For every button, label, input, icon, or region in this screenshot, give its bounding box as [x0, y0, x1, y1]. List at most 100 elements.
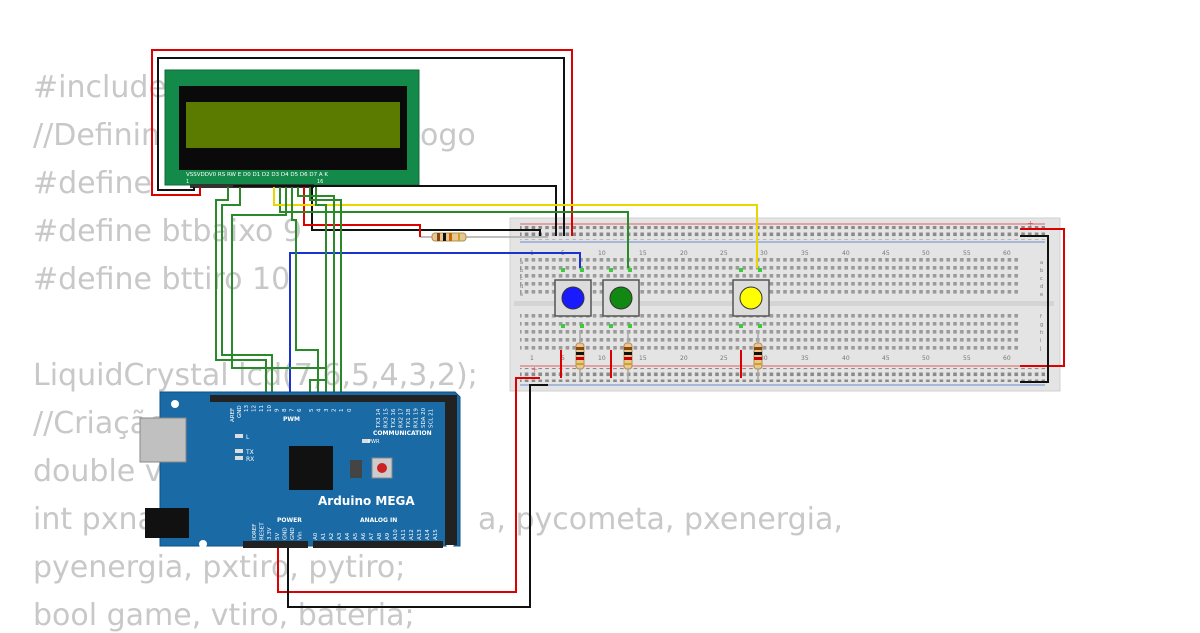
- wires: [151, 49, 1065, 608]
- pin-label-comm: RX2 17: [399, 408, 405, 428]
- analog-in-label: ANALOG IN: [360, 517, 397, 524]
- pin-label-analog: A8: [377, 532, 383, 540]
- reset-button-cap[interactable]: [377, 463, 387, 473]
- pin-label-comm: SDA 20: [421, 407, 427, 428]
- pin-label-analog: A9: [385, 532, 391, 540]
- code-line-defining-tail: ogo: [420, 118, 476, 153]
- pin-label-digital: 2: [332, 409, 338, 413]
- lcd-pin-num-left: 1: [186, 179, 189, 185]
- pin-label-gnd: GND: [237, 405, 243, 418]
- pin-label-analog: A4: [345, 532, 351, 540]
- code-line-define-btbaixo: #define btbaixo 9: [33, 214, 302, 249]
- pin-label-digital: 13: [244, 405, 250, 412]
- code-line-liquidcrystal: LiquidCrystal lcd(7,6,5,4,3,2);: [33, 358, 478, 393]
- pin-label-power: IOREF: [252, 524, 258, 540]
- svg-text:40: 40: [842, 355, 850, 362]
- svg-text:b: b: [1040, 268, 1043, 274]
- power-header: [243, 541, 308, 548]
- svg-text:60: 60: [1003, 250, 1011, 257]
- svg-text:e: e: [1040, 292, 1043, 298]
- svg-text:b: b: [520, 268, 523, 274]
- code-line-int: int pxna: [33, 502, 156, 537]
- pin-label-digital: 12: [252, 405, 258, 412]
- pin-label-analog: A6: [361, 532, 367, 540]
- pwm-label: PWM: [283, 416, 300, 423]
- svg-text:g: g: [1040, 322, 1043, 328]
- svg-text:15: 15: [639, 355, 647, 362]
- svg-text:45: 45: [882, 355, 890, 362]
- svg-text:a: a: [1040, 260, 1043, 266]
- svg-text:f: f: [1040, 314, 1042, 320]
- svg-text:10: 10: [598, 250, 606, 257]
- pin-label-analog: A1: [321, 533, 327, 540]
- pin-label-digital: 3: [324, 408, 330, 412]
- svg-text:5: 5: [561, 355, 565, 362]
- svg-text:d: d: [1040, 284, 1043, 290]
- button-vcc-jumpers: [560, 350, 742, 378]
- code-line-pyenergia: pyenergia, pxtiro, pytiro;: [33, 550, 406, 585]
- pin-label-power: 5V: [275, 533, 281, 540]
- mcu-chip: [289, 446, 333, 490]
- center-channel: [514, 301, 1054, 306]
- svg-text:20: 20: [680, 355, 688, 362]
- svg-text:45: 45: [882, 250, 890, 257]
- pin-label-comm: RX3 15: [384, 408, 390, 428]
- lcd-pin-num-right: 16: [317, 179, 323, 185]
- code-line-int-tail: a, pycometa, pxenergia,: [478, 502, 843, 537]
- pin-label-power: GND: [290, 527, 296, 540]
- pin-label-digital: 7: [290, 408, 296, 412]
- pin-label-power: RESET: [260, 522, 266, 540]
- digital-header: [210, 395, 455, 402]
- svg-text:a: a: [520, 260, 523, 266]
- terminal-strip-top: [520, 258, 1020, 298]
- pin-label-power: Vin: [298, 531, 304, 540]
- push-button-green[interactable]: [602, 279, 640, 317]
- code-line-double: double v: [33, 454, 163, 489]
- svg-text:55: 55: [963, 250, 971, 257]
- pin-label-digital: 6: [297, 408, 303, 412]
- code-line-defining: //Definin: [33, 118, 161, 153]
- code-line-include: #include: [33, 70, 167, 105]
- pin-label-digital: 0: [347, 408, 353, 412]
- code-line-bool: bool game, vtiro, bateria;: [33, 598, 415, 633]
- push-button-blue[interactable]: [554, 279, 592, 317]
- lcd-pin-labels: VSSVDDV0 RS RW E D0 D1 D2 D3 D4 D5 D6 D7…: [186, 172, 328, 178]
- svg-text:40: 40: [842, 250, 850, 257]
- svg-text:c: c: [520, 276, 523, 282]
- lcd-16x2: VSSVDDV0 RS RW E D0 D1 D2 D3 D4 D5 D6 D7…: [164, 69, 420, 188]
- board-name: Arduino MEGA: [318, 494, 415, 508]
- led-tx-label: TX: [245, 449, 254, 456]
- pin-label-digital: 9: [274, 408, 280, 412]
- pin-label-digital: 4: [316, 408, 322, 412]
- pin-label-digital: 1: [339, 409, 345, 413]
- arduino-mega-board: Arduino MEGA PWM COMMUNICATION PWR POWER…: [139, 391, 461, 548]
- pin-label-analog: A7: [369, 532, 375, 540]
- pin-label-comm: RX1 19: [414, 408, 420, 428]
- pin-label-comm: SCL 21: [429, 409, 435, 428]
- resistor-contrast: [420, 232, 480, 242]
- svg-text:h: h: [1040, 330, 1043, 336]
- power-label: POWER: [277, 517, 302, 524]
- svg-text:25: 25: [720, 250, 728, 257]
- pin-label-power: 3.3V: [267, 527, 273, 540]
- svg-text:25: 25: [720, 355, 728, 362]
- resistor-green: [623, 330, 633, 380]
- pin-label-analog: A3: [337, 532, 343, 540]
- terminal-strip-bottom: [520, 312, 1020, 352]
- push-button-yellow[interactable]: [732, 279, 770, 317]
- svg-text:1: 1: [530, 355, 534, 362]
- pin-label-analog: A2: [329, 533, 335, 540]
- resistor-yellow: [753, 330, 763, 380]
- code-line-define-1: #define: [33, 166, 153, 201]
- svg-text:d: d: [520, 284, 523, 290]
- pin-label-analog: A11: [401, 529, 407, 540]
- pin-label-analog: A10: [393, 529, 399, 540]
